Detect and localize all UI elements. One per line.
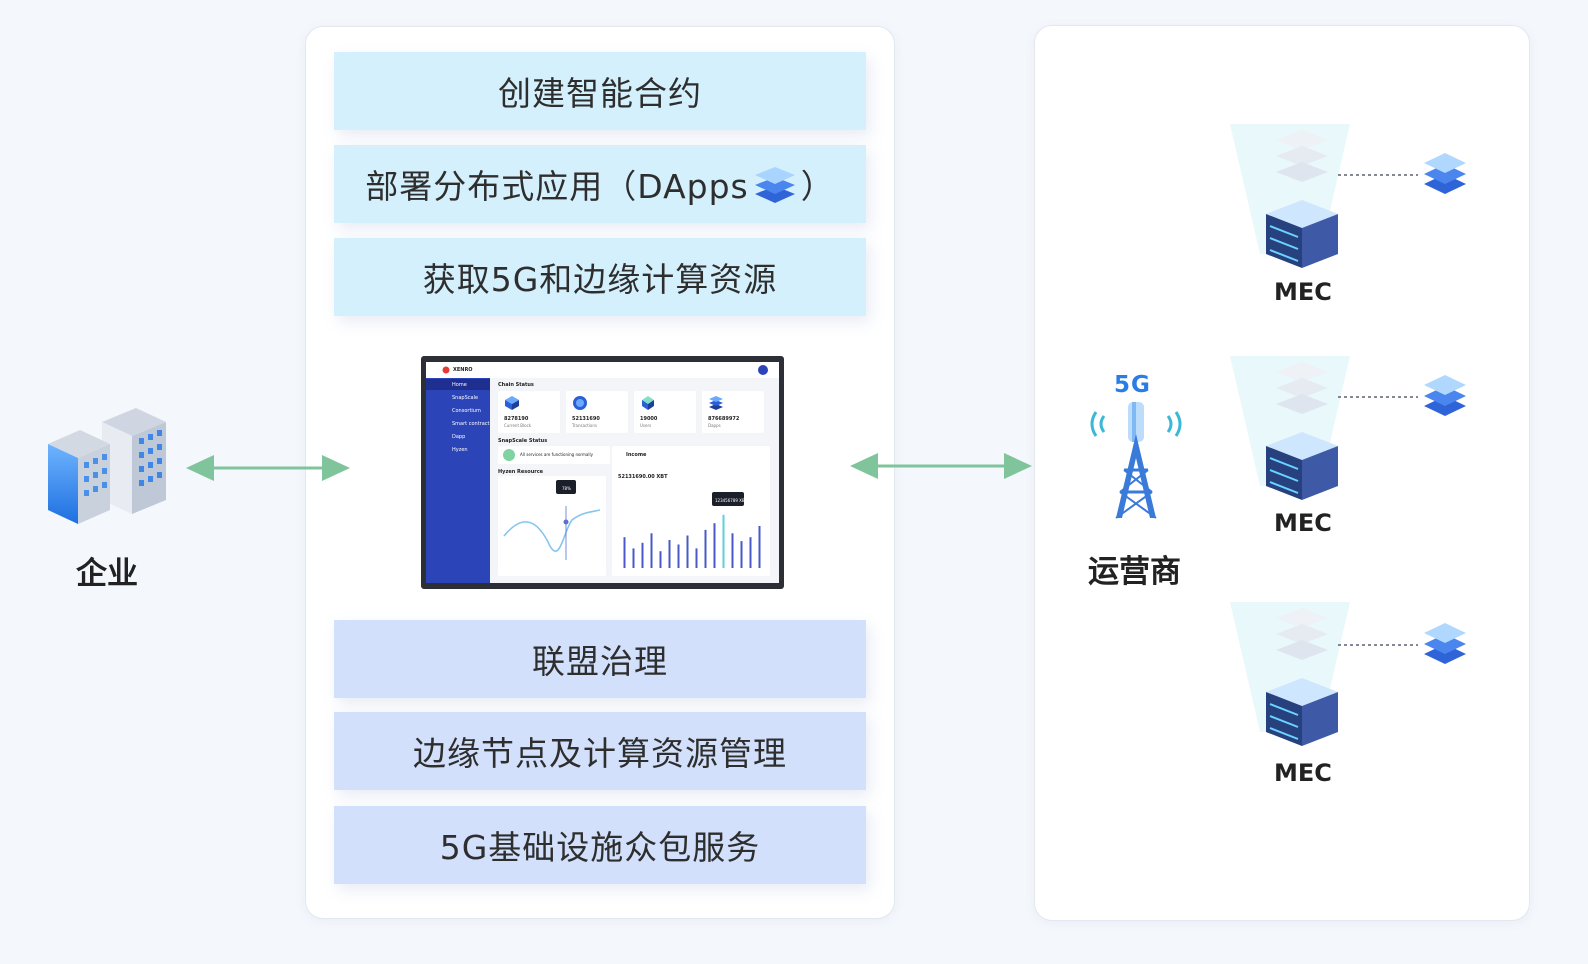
snapscale-status-card: All services are functioning normally	[498, 446, 610, 464]
income-card: Income 52131690.00 XBT 123456789 XBT	[612, 446, 770, 576]
income-tooltip-value: 123456789 XBT	[715, 498, 748, 503]
dotted-connector	[1338, 644, 1418, 646]
income-bar	[650, 533, 653, 568]
layers-icon	[754, 167, 795, 203]
income-bar	[668, 540, 671, 568]
income-bar-chart	[623, 514, 761, 568]
bar-create-smart-contract: 创建智能合约	[334, 52, 866, 130]
income-bar	[749, 537, 752, 568]
hyzen-tooltip: 78%	[556, 480, 576, 494]
mec-server-icon	[1230, 356, 1350, 500]
mec-label: MEC	[1274, 759, 1332, 787]
check-circle-icon	[503, 449, 515, 461]
mec-server-icon	[1230, 124, 1350, 268]
card-current-block: 8278190 Current Block	[498, 391, 560, 433]
income-bar	[722, 514, 725, 568]
income-bar	[731, 533, 734, 568]
bar-label: 边缘节点及计算资源管理	[413, 734, 787, 773]
bar-label: 创建智能合约	[498, 74, 702, 113]
layers-icon	[709, 396, 723, 410]
operator-double-arrow	[850, 453, 1032, 479]
dashboard-topbar	[426, 362, 779, 378]
card-label: Users	[640, 423, 652, 428]
users-icon	[642, 396, 654, 410]
enterprise-double-arrow	[186, 455, 350, 481]
card-dapps: 876689972 Dapps	[702, 391, 764, 433]
snapscale-title: SnapScale Status	[498, 438, 548, 444]
coin-icon	[573, 396, 587, 410]
hyzen-resource-chart: 78%	[498, 476, 606, 576]
mec-label: MEC	[1274, 278, 1332, 306]
bar-label: 获取5G和边缘计算资源	[422, 260, 778, 299]
income-title: Income	[626, 452, 647, 458]
card-users: 19000 Users	[634, 391, 696, 433]
sidebar-item-snapscale[interactable]: SnapScale	[452, 395, 479, 401]
income-bar	[758, 526, 761, 568]
dotted-connector	[1338, 174, 1418, 176]
card-label: Dapps	[708, 423, 721, 428]
income-value: 52131690.00 XBT	[618, 474, 668, 480]
dashboard-monitor: XENRO Home SnapScale Consortium Smart co…	[421, 356, 784, 589]
layers-icon	[1424, 153, 1466, 194]
dashboard-screen: XENRO Home SnapScale Consortium Smart co…	[426, 362, 779, 583]
card-value: 52131690	[572, 416, 600, 422]
hyzen-line-curve	[503, 506, 601, 560]
dotted-connector	[1338, 396, 1418, 398]
card-value: 19000	[640, 416, 658, 422]
hyzen-resource-title: Hyzen Resource	[498, 469, 544, 475]
card-value: 876689972	[708, 416, 740, 422]
sidebar-item-smart-contract[interactable]: Smart contract	[452, 421, 490, 427]
dashboard-brand: XENRO	[453, 367, 473, 373]
bar-consortium-governance: 联盟治理	[334, 620, 866, 698]
income-bar	[740, 541, 743, 568]
cube-icon	[505, 396, 519, 410]
income-bar	[713, 523, 716, 568]
enterprise-label: 企业	[76, 556, 138, 592]
bar-label: 部署分布式应用（DApps	[365, 167, 749, 206]
hyzen-tooltip-value: 78%	[562, 486, 571, 491]
income-bar	[704, 529, 707, 568]
income-bar	[686, 535, 689, 568]
income-bar	[623, 537, 626, 568]
card-label: Current Block	[504, 423, 532, 428]
income-bar	[632, 548, 635, 568]
income-bar	[659, 551, 662, 568]
bar-label-suffix: ）	[800, 167, 835, 206]
card-value: 8278190	[504, 416, 529, 422]
sidebar-item-consortium[interactable]: Consortium	[452, 408, 481, 414]
tower-5g-text: 5G	[1114, 372, 1151, 398]
sidebar-active-highlight	[426, 379, 490, 390]
enterprise-building-icon	[48, 408, 166, 524]
layers-icon	[1424, 375, 1466, 416]
bar-label: 联盟治理	[532, 642, 668, 681]
income-bar	[641, 542, 644, 568]
cell-tower-icon	[1090, 402, 1182, 519]
income-bar	[695, 548, 698, 568]
dashboard-sidebar	[426, 378, 490, 583]
income-tooltip: 123456789 XBT	[712, 492, 748, 506]
bar-deploy-dapps: 部署分布式应用（DApps ）	[334, 145, 866, 223]
card-transactions: 52131690 Transactions	[566, 391, 628, 433]
layers-icon	[1424, 623, 1466, 664]
bar-label: 5G基础设施众包服务	[439, 828, 761, 867]
bar-5g-crowdsourcing: 5G基础设施众包服务	[334, 806, 866, 884]
bar-edge-node-management: 边缘节点及计算资源管理	[334, 712, 866, 790]
brand-logo-icon	[442, 366, 450, 374]
user-avatar-icon[interactable]	[758, 365, 768, 375]
sidebar-item-home[interactable]: Home	[452, 382, 467, 388]
income-bar	[677, 544, 680, 568]
sidebar-item-hyzen[interactable]: Hyzen	[452, 447, 468, 453]
sidebar-item-dapp[interactable]: Dapp	[452, 434, 466, 440]
snapscale-message: All services are functioning normally	[520, 452, 593, 457]
mec-server-icon	[1230, 602, 1350, 746]
chain-status-title: Chain Status	[498, 382, 534, 388]
card-label: Transactions	[572, 423, 597, 428]
operator-label: 运营商	[1088, 554, 1181, 590]
bar-get-5g-edge-resources: 获取5G和边缘计算资源	[334, 238, 866, 316]
mec-label: MEC	[1274, 509, 1332, 537]
